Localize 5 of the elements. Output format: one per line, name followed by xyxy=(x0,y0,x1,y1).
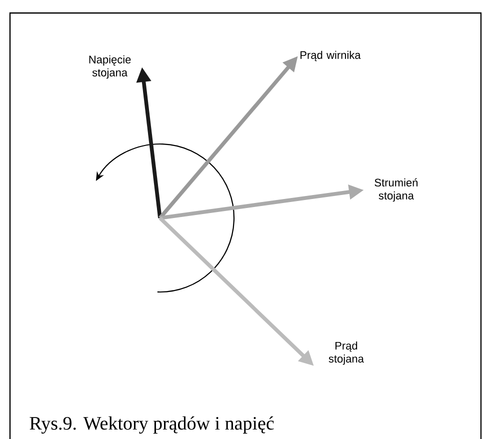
vector-label: Strumień stojana xyxy=(374,178,418,202)
vector-label: Prąd stojana xyxy=(328,342,364,365)
vector-label: Prąd wirnika xyxy=(300,50,361,62)
caption: Rys.9. Wektory prądów i napięć xyxy=(30,416,274,434)
vector-label: Napięcie stojana xyxy=(89,55,131,79)
